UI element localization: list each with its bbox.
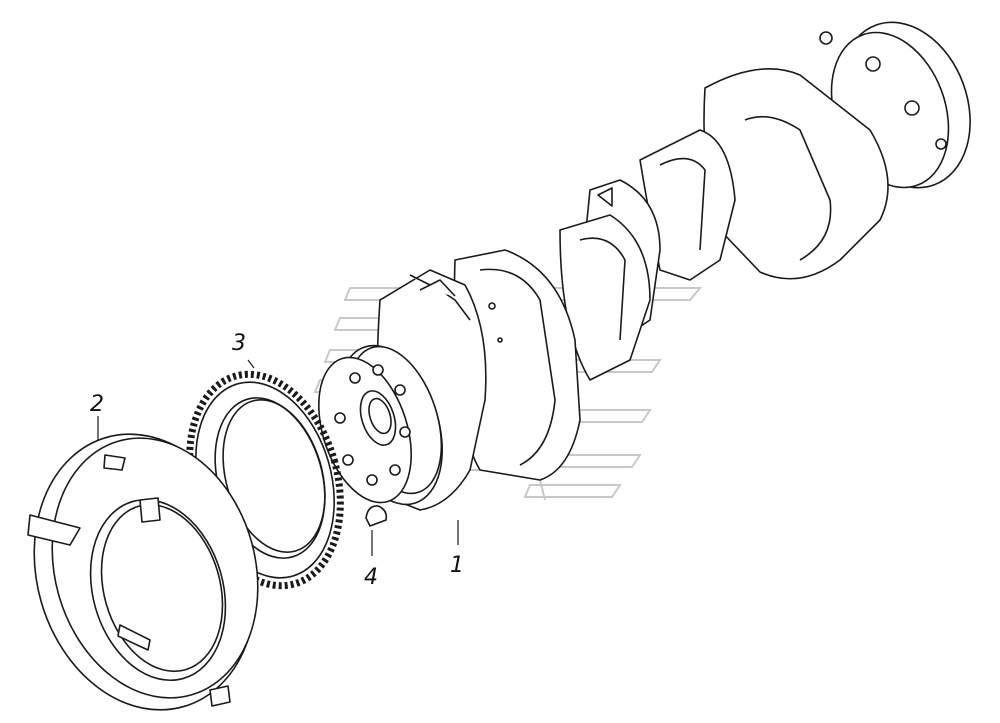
counterweight <box>27 416 259 711</box>
label-counterweight: 2 <box>90 392 104 417</box>
crankshaft <box>318 21 971 545</box>
label-crankshaft: 1 <box>450 553 464 578</box>
key <box>365 505 388 556</box>
label-gear: 3 <box>232 331 246 356</box>
label-key: 4 <box>364 565 378 590</box>
